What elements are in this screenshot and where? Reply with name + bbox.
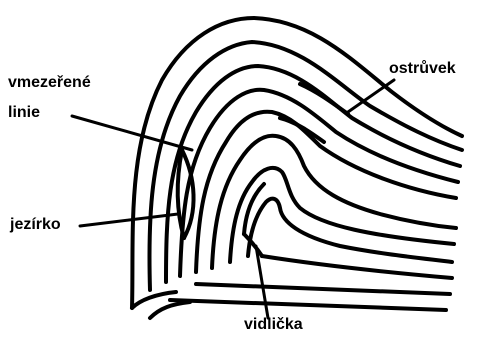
label-linie: linie xyxy=(8,104,40,122)
label-ostruvek: ostrůvek xyxy=(389,60,456,78)
leader-lines xyxy=(72,80,394,318)
ridge-lower-2 xyxy=(196,284,450,294)
label-jezirko: jezírko xyxy=(10,216,61,234)
leader-vmezerene xyxy=(72,116,192,150)
label-vidlicka: vidlička xyxy=(244,316,303,334)
ridge-lower-3 xyxy=(170,300,446,310)
leader-jezirko xyxy=(80,214,178,226)
ridge-base-left-2 xyxy=(150,302,190,318)
label-vmezerene: vmezeřené xyxy=(8,74,91,92)
